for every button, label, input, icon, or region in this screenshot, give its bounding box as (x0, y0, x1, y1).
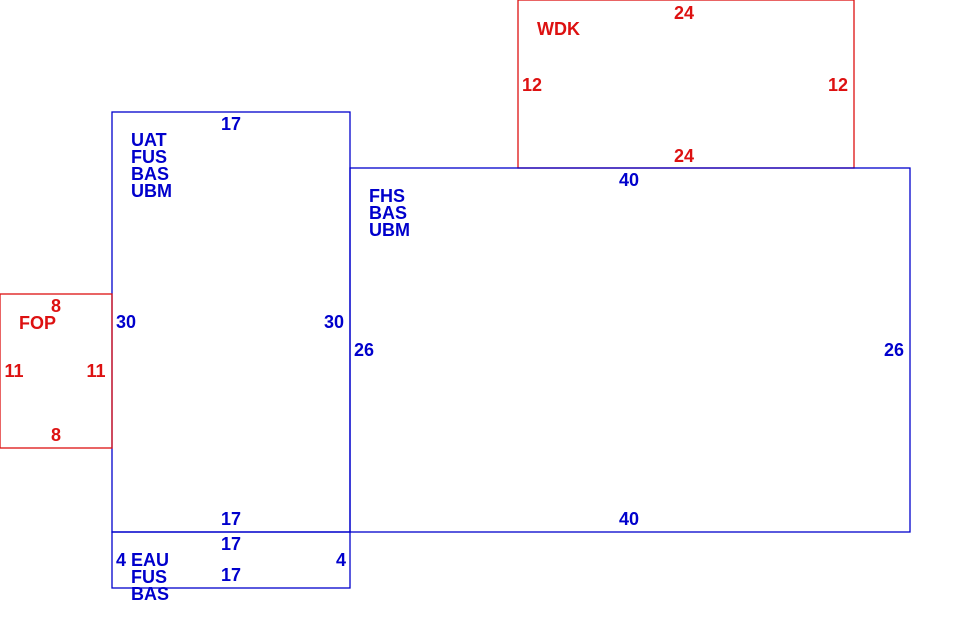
uat-code-3: BAS (131, 164, 169, 184)
eau-dim-bottom: 17 (221, 565, 241, 585)
area-eau: EAU FUS BAS 17 17 4 4 (111, 531, 351, 604)
fhs-code-2: BAS (369, 203, 407, 223)
fhs-dim-top: 40 (619, 170, 639, 190)
fhs-dim-left: 26 (354, 340, 374, 360)
fhs-dim-bottom: 40 (619, 509, 639, 529)
uat-dim-bottom: 17 (221, 509, 241, 529)
eau-code-3: BAS (131, 584, 169, 604)
eau-outline (111, 531, 351, 589)
fop-dim-right: 11 (86, 361, 105, 381)
fhs-code-1: FHS (369, 186, 405, 206)
fop-outline (0, 293, 113, 449)
area-wdk: WDK 24 24 12 12 (517, 0, 855, 169)
uat-code-4: UBM (131, 181, 172, 201)
fhs-outline (349, 167, 911, 533)
wdk-code: WDK (537, 19, 580, 39)
wdk-dim-bottom: 24 (674, 146, 694, 166)
area-fhs: FHS BAS UBM 40 40 26 26 (349, 167, 911, 533)
uat-dim-right: 30 (324, 312, 344, 332)
uat-code-1: UAT (131, 130, 167, 150)
eau-code-1: EAU (131, 550, 169, 570)
wdk-dim-right: 12 (828, 75, 848, 95)
eau-code-2: FUS (131, 567, 167, 587)
fop-dim-bottom: 8 (51, 425, 61, 445)
fhs-code-3: UBM (369, 220, 410, 240)
wdk-dim-left: 12 (522, 75, 542, 95)
fop-code: FOP (19, 313, 56, 333)
fop-dim-left: 11 (4, 361, 23, 381)
fop-dim-top: 8 (51, 296, 61, 316)
eau-dim-right: 4 (336, 550, 346, 570)
area-uat: UAT FUS BAS UBM 17 17 30 30 (111, 111, 351, 533)
wdk-dim-top: 24 (674, 3, 694, 23)
fhs-dim-right: 26 (884, 340, 904, 360)
eau-dim-left: 4 (116, 550, 126, 570)
uat-dim-top: 17 (221, 114, 241, 134)
uat-dim-left: 30 (116, 312, 136, 332)
area-fop: FOP 8 8 11 11 (0, 293, 113, 449)
eau-dim-top: 17 (221, 534, 241, 554)
uat-code-2: FUS (131, 147, 167, 167)
